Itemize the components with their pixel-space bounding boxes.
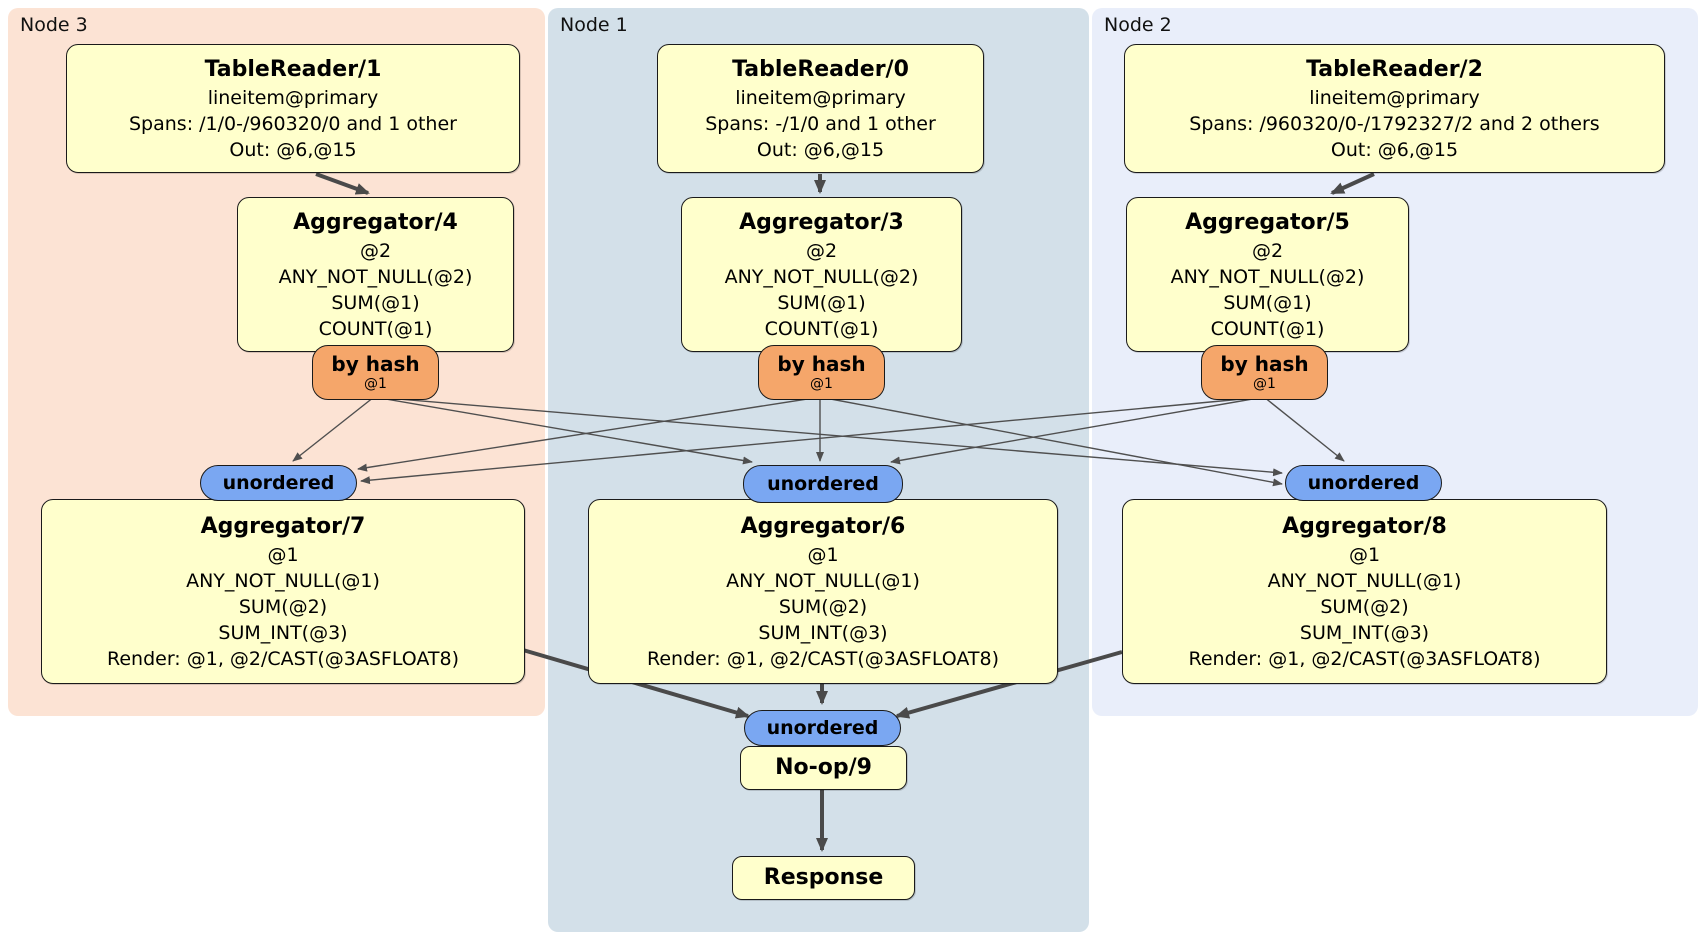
box-title: Aggregator/3: [739, 209, 904, 235]
box-line: Out: @6,@15: [229, 138, 357, 161]
box-line: Render: @1, @2/CAST(@3ASFLOAT8): [1188, 647, 1541, 670]
sync-label: unordered: [767, 473, 879, 495]
box-line: Out: @6,@15: [756, 138, 885, 161]
router-key: @1: [810, 376, 833, 392]
router-label: by hash: [331, 352, 420, 376]
box-line: lineitem@primary: [735, 86, 906, 109]
router-label: by hash: [777, 352, 866, 376]
box-title: Aggregator/8: [1282, 513, 1447, 539]
box-title: Aggregator/5: [1185, 209, 1350, 235]
box-title: No-op/9: [775, 755, 872, 780]
box-line: SUM_INT(@3): [1299, 621, 1430, 644]
box-line: Spans: -/1/0 and 1 other: [705, 112, 936, 135]
box-line: Render: @1, @2/CAST(@3ASFLOAT8): [107, 647, 459, 670]
hash-routing-edges: [292, 396, 1345, 487]
unordered-sync-final: unordered: [744, 710, 901, 746]
box-line: @2: [805, 239, 838, 262]
box-line: ANY_NOT_NULL(@1): [726, 569, 920, 592]
box-title: Response: [763, 865, 884, 890]
box-line: @1: [807, 543, 839, 566]
box-title: Aggregator/6: [740, 513, 906, 539]
box-title: Aggregator/7: [200, 513, 366, 539]
box-line: Out: @6,@15: [1330, 138, 1459, 161]
box-line: COUNT(@1): [1210, 317, 1325, 340]
box-line: @1: [267, 543, 299, 566]
box-line: Render: @1, @2/CAST(@3ASFLOAT8): [647, 647, 999, 670]
router-key: @1: [1253, 376, 1276, 392]
box-line: @2: [359, 239, 392, 262]
node1-label: Node 1: [560, 14, 628, 36]
by-hash-router-node3: by hash @1: [312, 345, 439, 400]
by-hash-router-node2: by hash @1: [1201, 345, 1328, 400]
box-line: COUNT(@1): [764, 317, 879, 340]
unordered-sync-node3: unordered: [200, 465, 357, 501]
box-line: @2: [1251, 239, 1284, 262]
aggregator-5-box: Aggregator/5 @2 ANY_NOT_NULL(@2) SUM(@1)…: [1126, 197, 1409, 352]
aggregator-8-box: Aggregator/8 @1 ANY_NOT_NULL(@1) SUM(@2)…: [1122, 499, 1607, 684]
box-line: Spans: /960320/0-/1792327/2 and 2 others: [1189, 112, 1600, 135]
box-title: TableReader/0: [732, 56, 909, 82]
node2-label: Node 2: [1104, 14, 1172, 36]
response-box: Response: [732, 856, 915, 900]
box-title: TableReader/2: [1306, 56, 1483, 82]
sync-label: unordered: [766, 717, 879, 739]
tablereader-0-box: TableReader/0 lineitem@primary Spans: -/…: [657, 44, 984, 173]
tablereader-2-box: TableReader/2 lineitem@primary Spans: /9…: [1124, 44, 1665, 173]
box-line: ANY_NOT_NULL(@1): [1267, 569, 1462, 592]
aggregator-3-box: Aggregator/3 @2 ANY_NOT_NULL(@2) SUM(@1)…: [681, 197, 962, 352]
box-line: ANY_NOT_NULL(@1): [186, 569, 380, 592]
router-key: @1: [364, 376, 387, 392]
box-line: ANY_NOT_NULL(@2): [278, 265, 473, 288]
sync-label: unordered: [222, 472, 335, 494]
node3-label: Node 3: [20, 14, 88, 36]
box-line: SUM(@1): [331, 291, 420, 314]
by-hash-router-node1: by hash @1: [758, 345, 885, 400]
box-line: lineitem@primary: [1309, 86, 1480, 109]
box-line: Spans: /1/0-/960320/0 and 1 other: [129, 112, 457, 135]
box-line: SUM_INT(@3): [218, 621, 348, 644]
box-line: COUNT(@1): [318, 317, 433, 340]
box-line: @1: [1348, 543, 1381, 566]
box-line: SUM(@1): [1223, 291, 1312, 314]
aggregator-4-box: Aggregator/4 @2 ANY_NOT_NULL(@2) SUM(@1)…: [237, 197, 514, 352]
box-line: SUM_INT(@3): [758, 621, 888, 644]
box-title: Aggregator/4: [293, 209, 458, 235]
aggregator-6-box: Aggregator/6 @1 ANY_NOT_NULL(@1) SUM(@2)…: [588, 499, 1058, 684]
box-line: SUM(@1): [777, 291, 866, 314]
router-label: by hash: [1220, 352, 1309, 376]
unordered-sync-node1: unordered: [743, 465, 903, 503]
noop-box: No-op/9: [740, 746, 907, 790]
box-line: SUM(@2): [238, 595, 328, 618]
tablereader-1-box: TableReader/1 lineitem@primary Spans: /1…: [66, 44, 520, 173]
aggregator-7-box: Aggregator/7 @1 ANY_NOT_NULL(@1) SUM(@2)…: [41, 499, 525, 684]
box-title: TableReader/1: [204, 56, 382, 82]
unordered-sync-node2: unordered: [1285, 465, 1442, 501]
box-line: SUM(@2): [778, 595, 868, 618]
sync-label: unordered: [1307, 472, 1420, 494]
box-line: ANY_NOT_NULL(@2): [1170, 265, 1365, 288]
box-line: ANY_NOT_NULL(@2): [724, 265, 919, 288]
box-line: lineitem@primary: [207, 86, 379, 109]
box-line: SUM(@2): [1320, 595, 1409, 618]
